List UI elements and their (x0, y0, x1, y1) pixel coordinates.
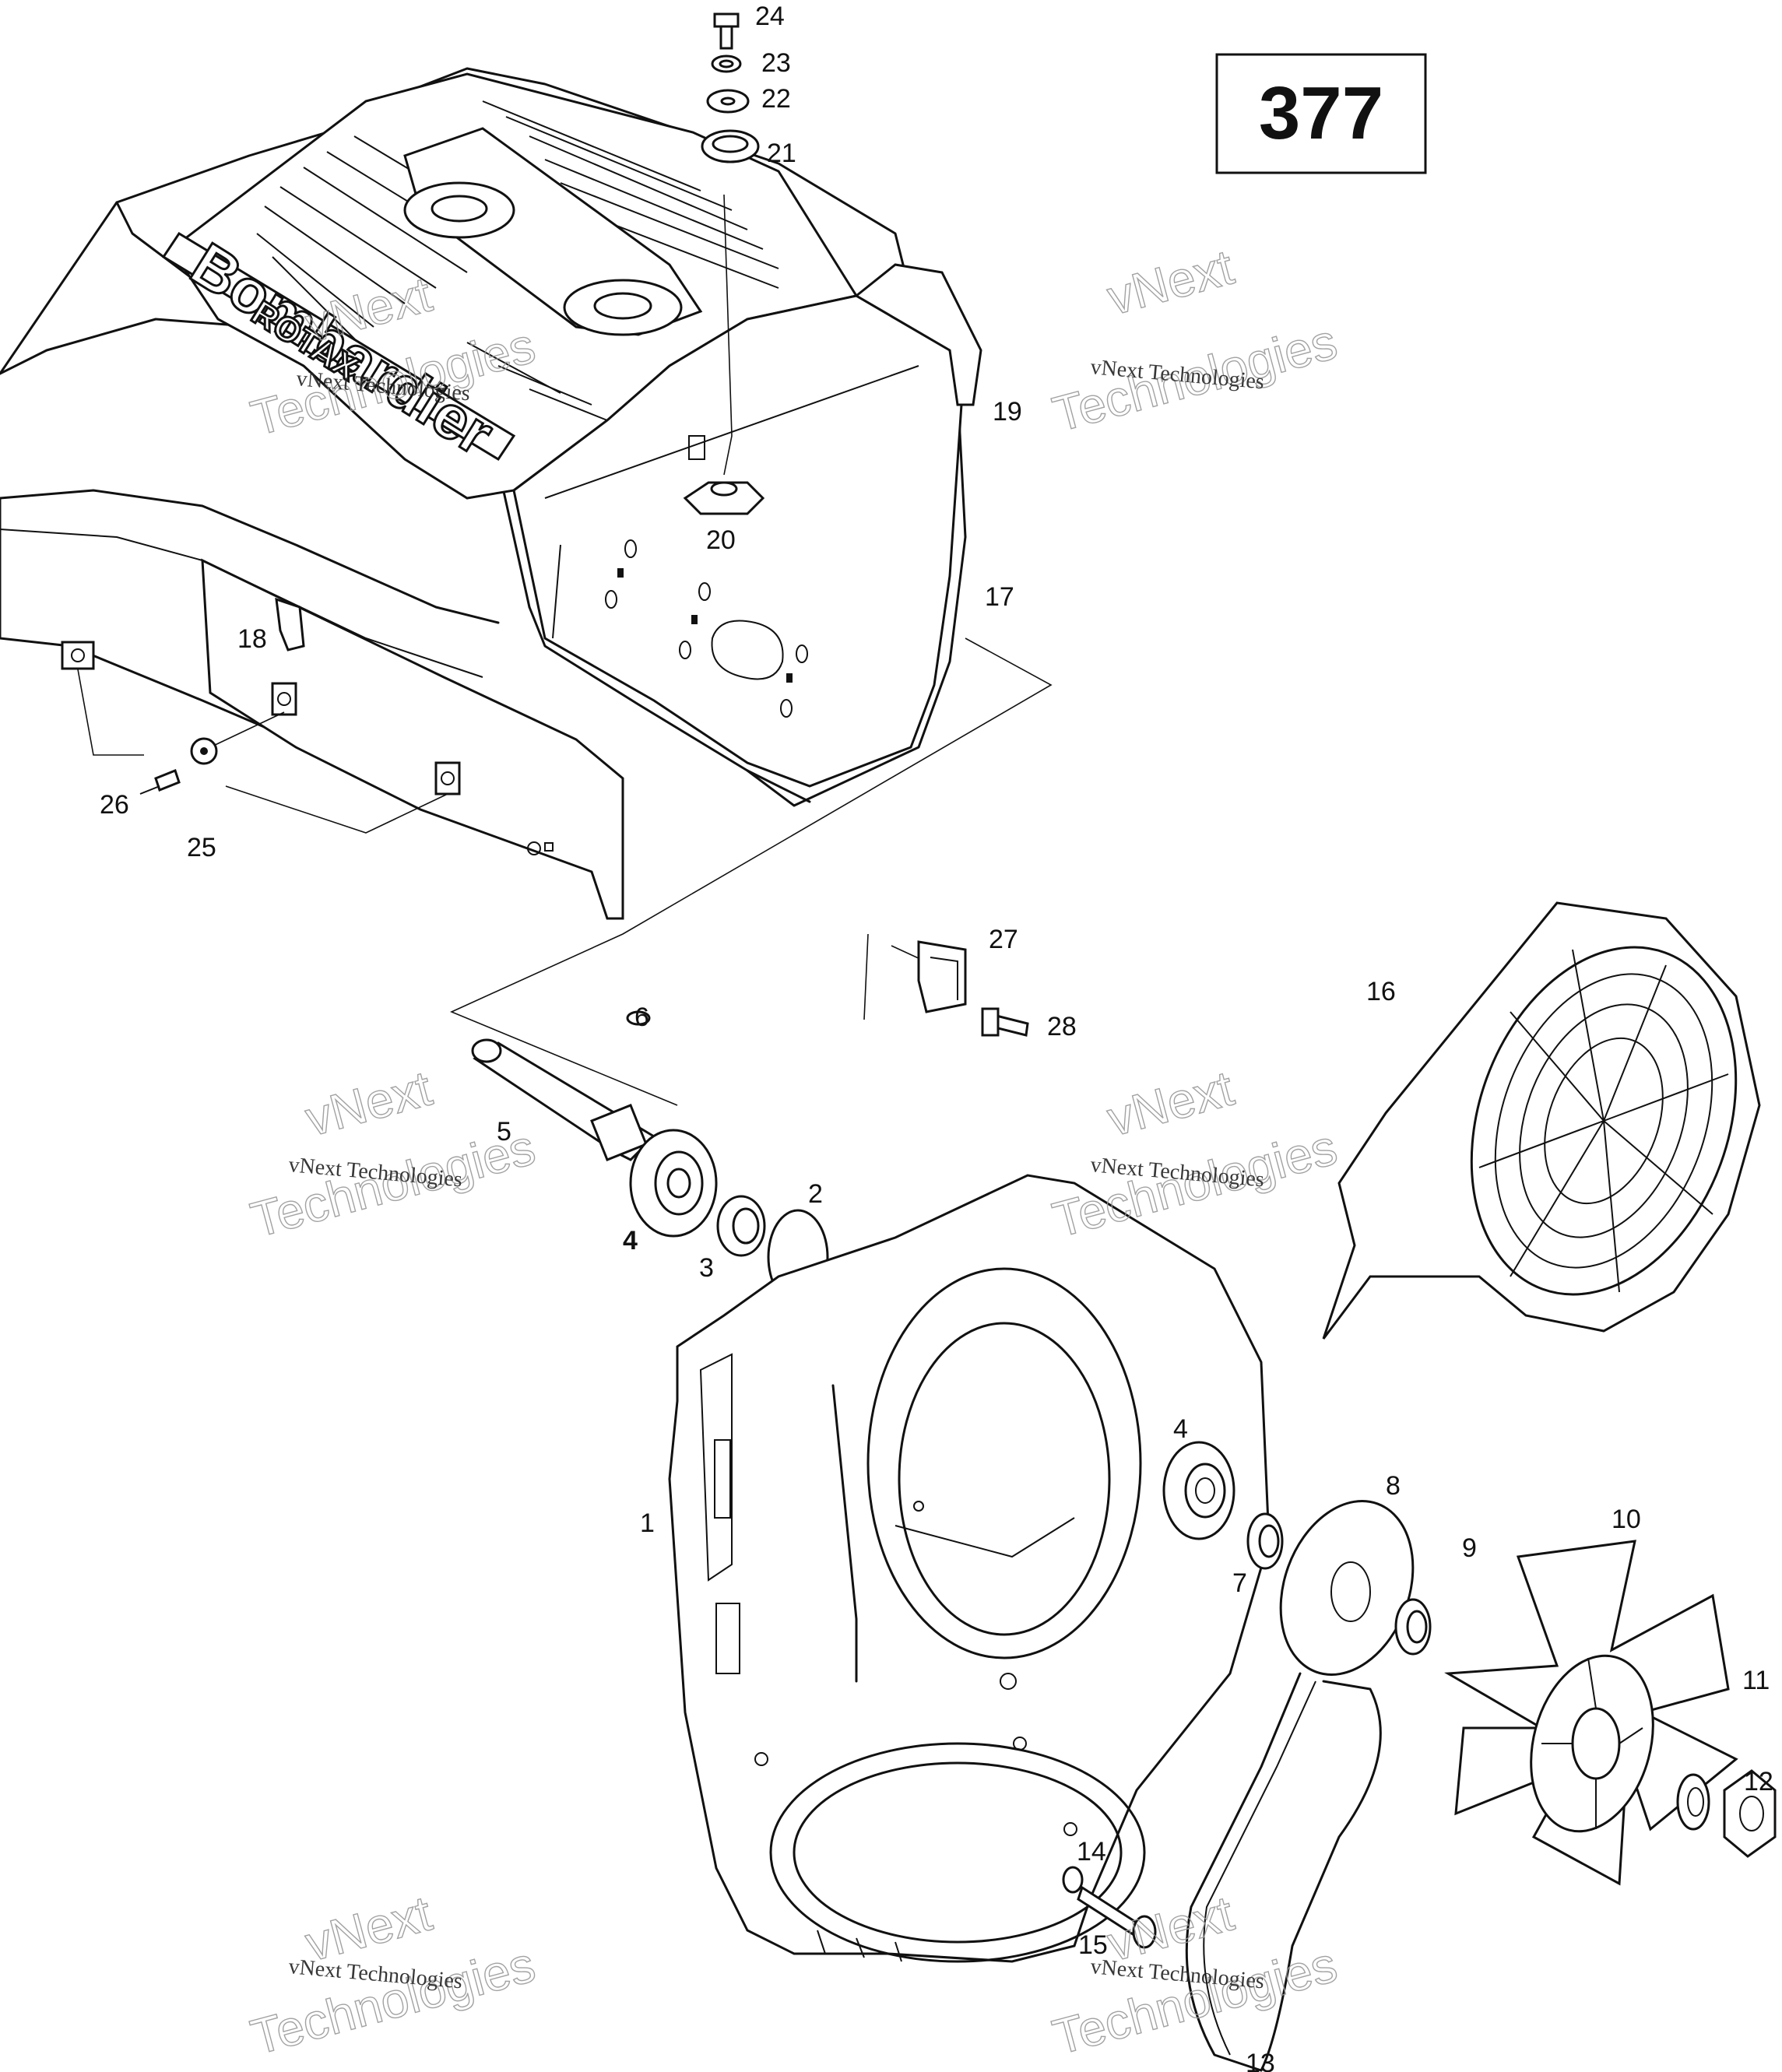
part-labels: 24 23 22 21 19 20 17 18 26 25 27 28 16 6… (100, 2, 1773, 2072)
part-label-4-top: 4 (623, 1226, 638, 1255)
watermark-4: vNext Technologies vNext Technologies (1046, 1059, 1343, 1248)
part-label-1: 1 (640, 1508, 655, 1538)
part-label-25: 25 (187, 833, 216, 862)
fan-guard (1322, 901, 1761, 1340)
part-label-15: 15 (1078, 1930, 1108, 1960)
lower-shroud-plate (0, 489, 624, 920)
part-label-17: 17 (985, 582, 1014, 612)
svg-text:vNext: vNext (1102, 1060, 1239, 1147)
watermark-2: vNext Technologies vNext Technologies (1046, 238, 1343, 443)
fan-housing (668, 1174, 1271, 1963)
part-label-26: 26 (100, 790, 129, 820)
screw-and-washer (139, 737, 218, 795)
part-label-2: 2 (808, 1179, 823, 1209)
diagram-number-box: 377 (1215, 53, 1427, 174)
watermark-5: vNext Technologies vNext Technologies (244, 1884, 541, 2066)
part-label-19: 19 (993, 397, 1022, 427)
washer-and-nut (1676, 1769, 1777, 1858)
part-label-23: 23 (761, 48, 791, 78)
hardware-stack (683, 12, 765, 515)
part-label-28: 28 (1047, 1012, 1077, 1041)
part-label-22: 22 (761, 84, 791, 114)
svg-text:vNext: vNext (300, 1060, 438, 1147)
pulley-assembly (1162, 1441, 1432, 1676)
shaft-assembly (471, 1010, 829, 1305)
clip-and-screw (917, 940, 1029, 1037)
watermark-6: vNext Technologies vNext Technologies (1046, 1884, 1343, 2066)
watermark-3: vNext Technologies vNext Technologies (244, 1059, 541, 1248)
svg-text:vNext: vNext (1102, 239, 1239, 326)
part-label-11: 11 (1742, 1666, 1770, 1695)
part-label-4-bottom: 4 (1173, 1414, 1188, 1444)
part-label-9: 9 (1462, 1533, 1477, 1563)
part-label-18: 18 (237, 624, 267, 654)
part-label-13: 13 (1246, 2049, 1275, 2072)
part-label-27: 27 (989, 925, 1018, 954)
part-label-16: 16 (1366, 977, 1396, 1006)
leader-lines (77, 194, 1053, 1106)
drive-belt (1185, 1672, 1382, 2072)
part-label-3: 3 (699, 1253, 714, 1283)
part-label-7: 7 (1232, 1568, 1247, 1598)
engine-cover: Bombardier ROTAX (0, 67, 982, 807)
part-label-12: 12 (1744, 1767, 1773, 1796)
screw-15-washer-14 (1062, 1866, 1157, 1949)
part-label-14: 14 (1077, 1837, 1106, 1867)
part-label-5: 5 (497, 1117, 511, 1147)
part-label-10: 10 (1612, 1505, 1641, 1534)
part-label-20: 20 (706, 525, 736, 555)
part-label-24: 24 (755, 2, 785, 31)
diagram-number: 377 (1259, 72, 1383, 155)
part-label-6: 6 (634, 1003, 649, 1032)
part-label-8: 8 (1386, 1471, 1401, 1501)
part-label-21: 21 (767, 139, 796, 168)
cooling-fan (1444, 1540, 1738, 1886)
